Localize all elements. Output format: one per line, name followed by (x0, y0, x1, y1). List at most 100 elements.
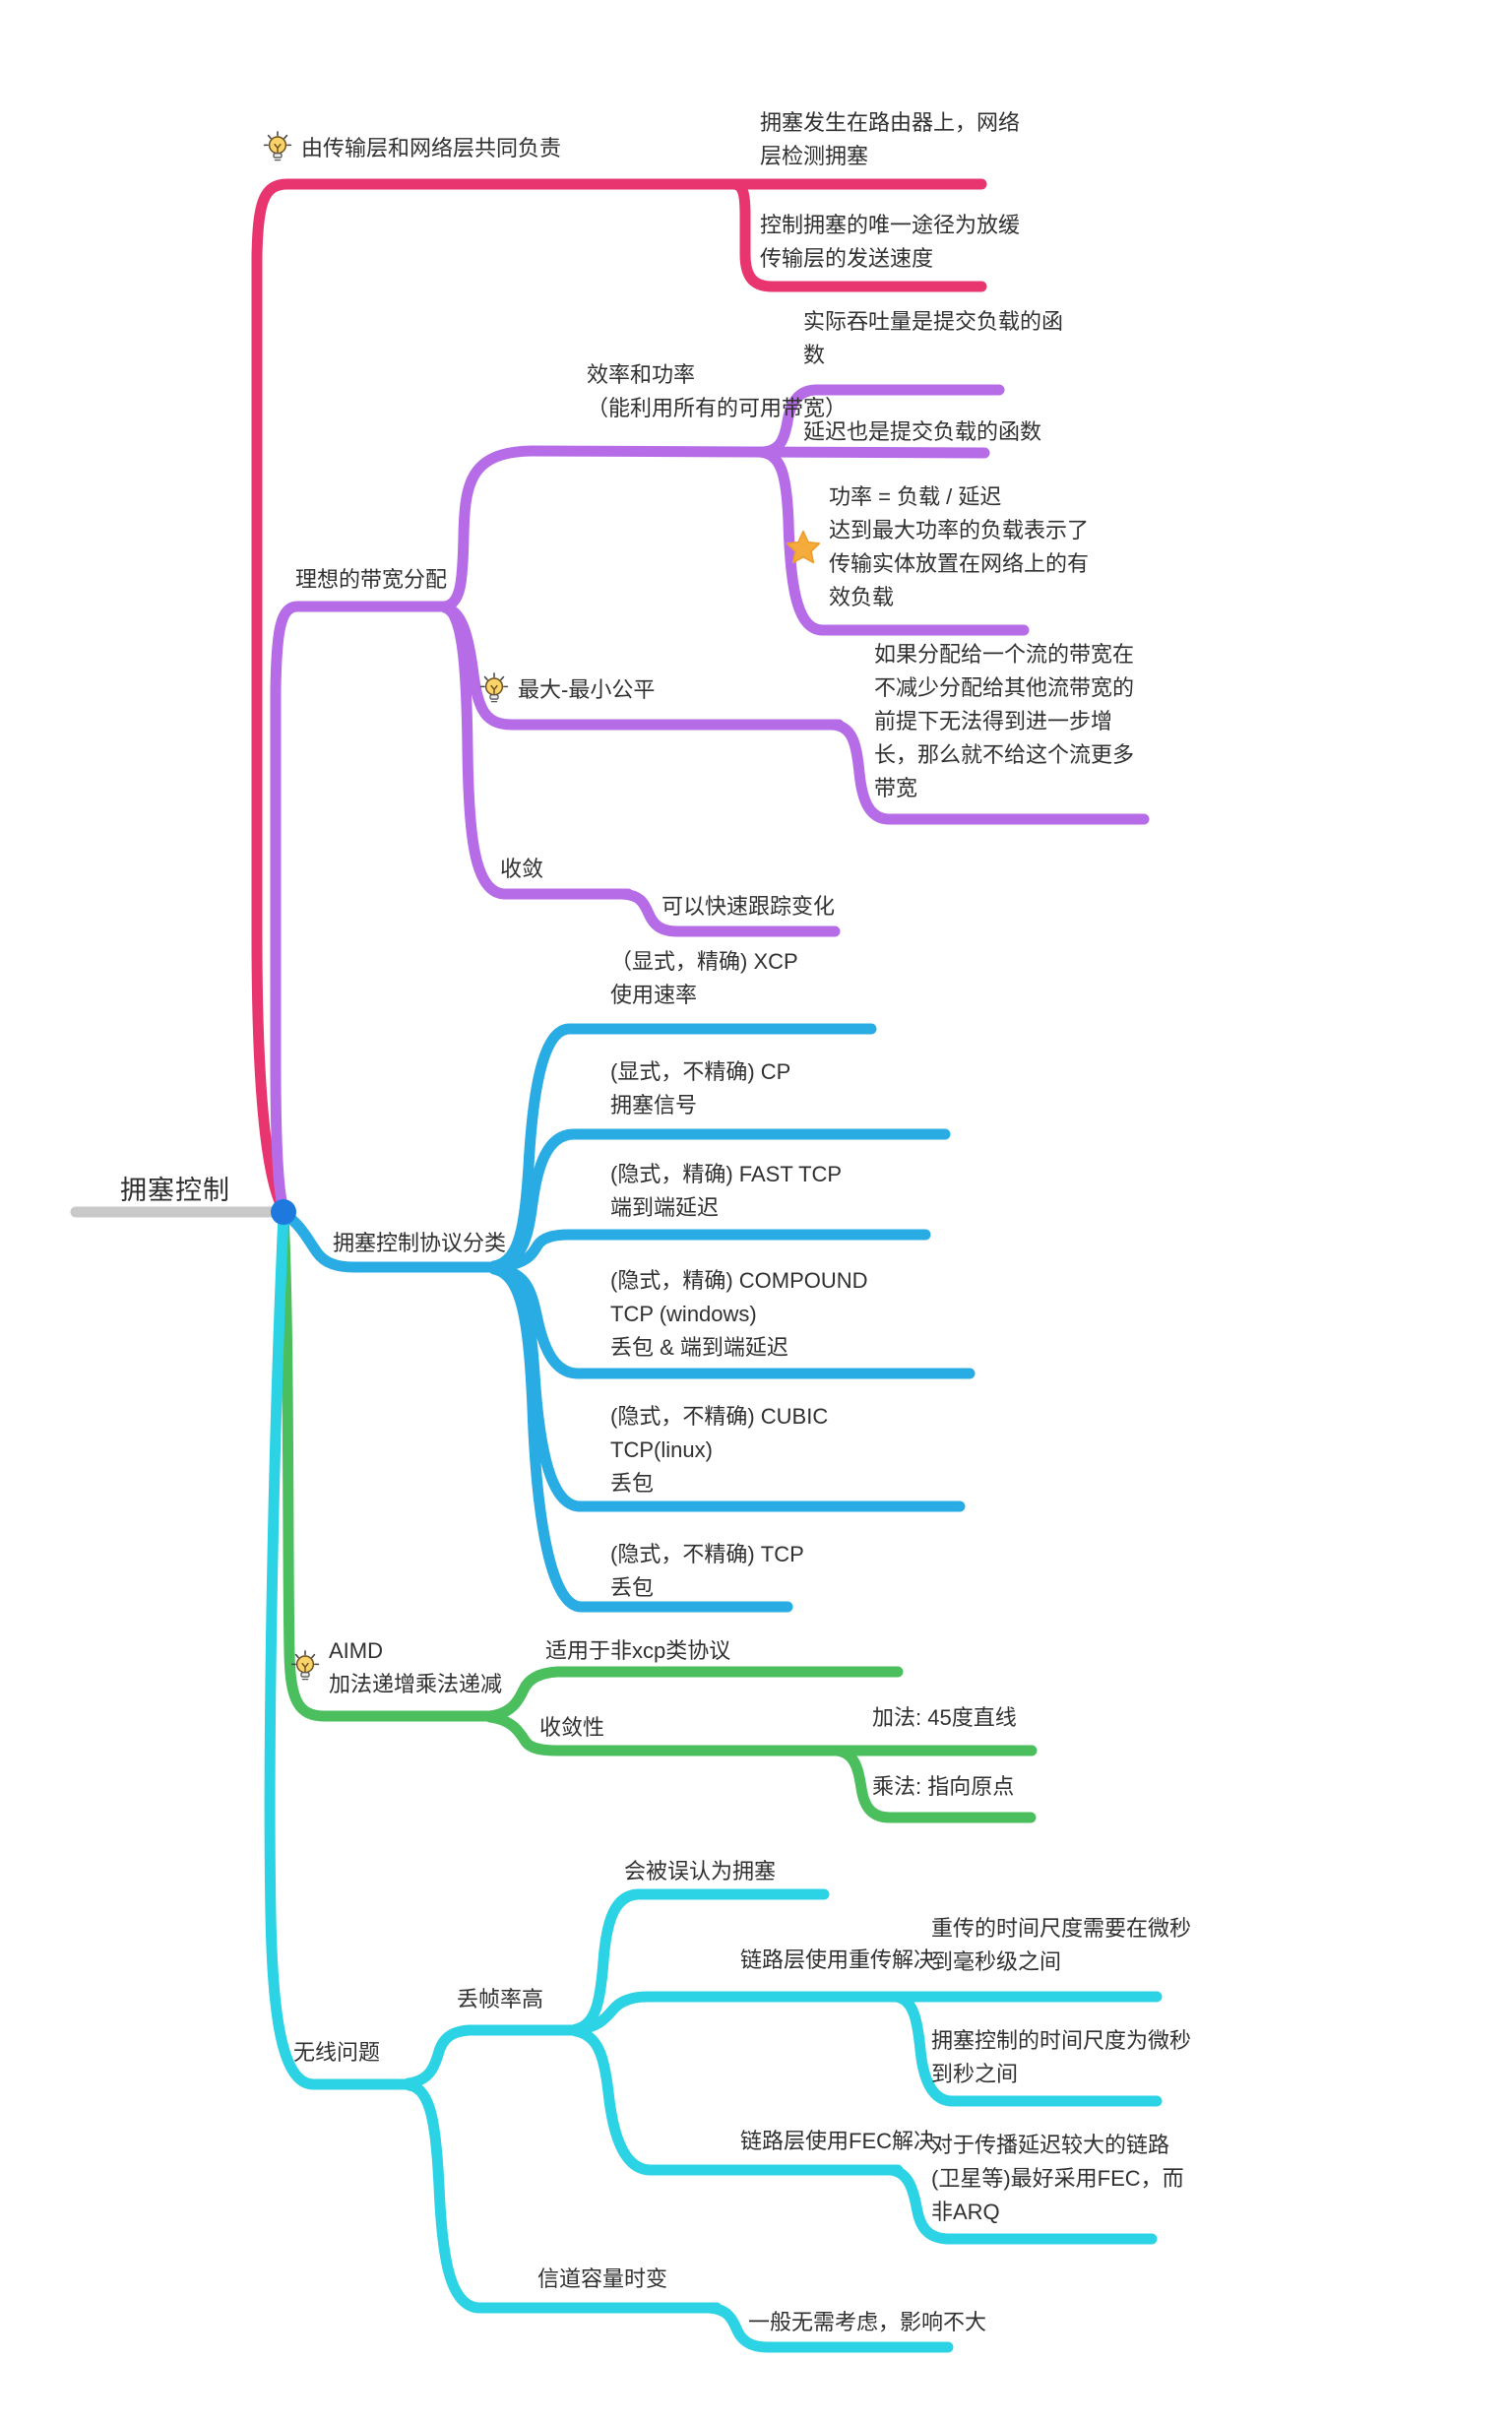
node-label: 链路层使用FEC解决 (740, 2129, 936, 2153)
node-label: 重传的时间尺度需要在微秒 到毫秒级之间 (931, 1916, 1192, 1974)
node-power-formula[interactable]: 功率 = 负载 / 延迟 达到最大功率的负载表示了 传输实体放置在网络上的有 效… (786, 480, 1089, 614)
node-aimd-scope[interactable]: 适用于非xcp类协议 (545, 1634, 730, 1668)
branch-line-purple (826, 719, 1150, 825)
node-convergence-track[interactable]: 可以快速跟踪变化 (662, 890, 835, 924)
node-throughput[interactable]: 实际吞吐量是提交负载的函 数 (803, 305, 1063, 372)
node-label: 控制拥塞的唯一途径为放缓 传输层的发送速度 (760, 213, 1021, 271)
branch-line-purple (614, 888, 841, 937)
node-aimd[interactable]: AIMD 加法递增乘法递减 (289, 1634, 502, 1701)
node-label: 无线问题 (293, 2040, 381, 2065)
branch-line-green (484, 1666, 904, 1722)
node-delay-load[interactable]: 延迟也是提交负载的函数 (803, 415, 1041, 449)
node-label: 实际吞吐量是提交负载的函 数 (803, 309, 1064, 367)
branch-line-purple (757, 384, 1005, 458)
node-channel-capacity[interactable]: 信道容量时变 (537, 2263, 667, 2296)
node-retrans-timescale[interactable]: 重传的时间尺度需要在微秒 到毫秒级之间 (931, 1912, 1191, 1979)
node-label: 信道容量时变 (537, 2266, 668, 2291)
node-link-fec[interactable]: 链路层使用FEC解决 (740, 2125, 935, 2158)
branch-line-cyan (570, 1991, 1163, 2036)
node-label: 一般无需考虑，影响不大 (748, 2310, 987, 2334)
node-label: 收敛性 (539, 1715, 605, 1740)
node-aimd-convergence[interactable]: 收敛性 (539, 1711, 604, 1745)
lightbulb-icon (289, 1649, 321, 1687)
branch-line-green (831, 1745, 1037, 1823)
branch-line-pink (251, 178, 987, 1214)
branch-line-purple (270, 601, 454, 1215)
node-ideal-bandwidth[interactable]: 理想的带宽分配 (295, 563, 447, 597)
node-label: 拥塞发生在路由器上，网络 层检测拥塞 (760, 110, 1021, 168)
node-tcp[interactable]: (隐式，不精确) TCP 丢包 (610, 1538, 804, 1605)
branch-line-cyan (404, 2079, 723, 2314)
star-icon (786, 530, 821, 565)
node-root[interactable]: 拥塞控制 (120, 1174, 230, 1207)
branch-line-purple (439, 445, 990, 612)
node-label: 加法: 45度直线 (872, 1705, 1017, 1730)
node-label: 延迟也是提交负载的函数 (803, 419, 1042, 444)
node-label: (隐式，不精确) TCP 丢包 (610, 1542, 804, 1600)
node-label: (隐式，精确) FAST TCP 端到端延迟 (610, 1162, 843, 1220)
node-cubic-tcp[interactable]: (隐式，不精确) CUBIC TCP(linux) 丢包 (610, 1400, 828, 1500)
node-label: 收敛 (500, 857, 544, 881)
node-label: 乘法: 指向原点 (872, 1774, 1015, 1799)
branch-line-purple (754, 446, 1030, 636)
node-label: 会被误认为拥塞 (624, 1859, 777, 1883)
node-label: 丢帧率高 (457, 1987, 544, 2011)
node-label: 拥塞控制协议分类 (333, 1231, 507, 1255)
node-convergence[interactable]: 收敛 (500, 853, 543, 886)
root-dot[interactable] (271, 1199, 296, 1225)
branch-line-cyan (403, 2024, 589, 2089)
node-wireless[interactable]: 无线问题 (293, 2036, 380, 2070)
node-fast-tcp[interactable]: (隐式，精确) FAST TCP 端到端延迟 (610, 1158, 842, 1225)
branch-line-cyan (885, 2164, 1158, 2245)
node-label: 拥塞控制 (120, 1176, 230, 1205)
branch-line-cyan (703, 2302, 954, 2353)
node-fec-desc[interactable]: 对于传播延迟较大的链路 (卫星等)最好采用FEC，而 非ARQ (931, 2129, 1184, 2229)
node-mistaken-congestion[interactable]: 会被误认为拥塞 (624, 1855, 776, 1888)
node-cc-timescale[interactable]: 拥塞控制的时间尺度为微秒 到秒之间 (931, 2024, 1191, 2091)
node-xcp[interactable]: （显式，精确) XCP 使用速率 (610, 945, 798, 1012)
branch-line-green (484, 1711, 1038, 1756)
node-compound-tcp[interactable]: (隐式，精确) COMPOUND TCP (windows) 丢包 & 端到端延… (610, 1264, 868, 1365)
lightbulb-icon (262, 130, 293, 167)
branch-line-cyan (570, 2025, 904, 2176)
node-label: 最大-最小公平 (518, 677, 656, 702)
node-efficiency-power[interactable]: 效率和功率 （能利用所有的可用带宽） (587, 358, 847, 425)
node-duty-slow[interactable]: 控制拥塞的唯一途径为放缓 传输层的发送速度 (760, 209, 1020, 276)
node-label: 拥塞控制的时间尺度为微秒 到秒之间 (931, 2028, 1192, 2086)
node-max-min-desc[interactable]: 如果分配给一个流的带宽在 不减少分配给其他流带宽的 前提下无法得到进一步增 长，… (874, 638, 1134, 805)
node-max-min-fair[interactable]: 最大-最小公平 (478, 671, 655, 709)
node-label: 功率 = 负载 / 延迟 达到最大功率的负载表示了 传输实体放置在网络上的有 效… (829, 484, 1090, 609)
node-multiplicative[interactable]: 乘法: 指向原点 (872, 1770, 1014, 1804)
node-channel-desc[interactable]: 一般无需考虑，影响不大 (748, 2306, 986, 2339)
node-label: AIMD 加法递增乘法递减 (329, 1638, 503, 1696)
node-label: (隐式，精确) COMPOUND TCP (windows) 丢包 & 端到端延… (610, 1268, 868, 1360)
branch-line-blue (488, 1263, 793, 1613)
branch-line-blue (279, 1208, 506, 1273)
node-label: （显式，精确) XCP 使用速率 (610, 949, 798, 1007)
branch-line-purple (441, 603, 634, 900)
node-label: 效率和功率 （能利用所有的可用带宽） (587, 362, 848, 420)
node-label: 由传输层和网络层共同负责 (301, 136, 562, 160)
node-label: 对于传播延迟较大的链路 (卫星等)最好采用FEC，而 非ARQ (931, 2133, 1184, 2224)
node-cp[interactable]: (显式，不精确) CP 拥塞信号 (610, 1055, 790, 1122)
node-label: (显式，不精确) CP 拥塞信号 (610, 1059, 791, 1117)
node-label: 可以快速跟踪变化 (662, 894, 836, 919)
node-link-retrans[interactable]: 链路层使用重传解决 (740, 1944, 935, 1977)
branch-line-cyan (890, 1991, 1163, 2107)
node-additive[interactable]: 加法: 45度直线 (872, 1701, 1017, 1735)
node-label: 如果分配给一个流的带宽在 不减少分配给其他流带宽的 前提下无法得到进一步增 长，… (874, 642, 1135, 800)
node-label: (隐式，不精确) CUBIC TCP(linux) 丢包 (610, 1404, 829, 1496)
node-protocol-classes[interactable]: 拥塞控制协议分类 (333, 1227, 506, 1260)
lightbulb-icon (478, 671, 510, 709)
node-label: 链路层使用重传解决 (740, 1947, 936, 1972)
branch-line-blue (488, 1229, 931, 1273)
branch-line-green (278, 1208, 503, 1722)
branch-line-pink (727, 178, 987, 292)
node-duty[interactable]: 由传输层和网络层共同负责 (262, 130, 561, 167)
branch-line-cyan (570, 1888, 830, 2035)
node-label: 理想的带宽分配 (295, 567, 448, 592)
node-duty-detect[interactable]: 拥塞发生在路由器上，网络 层检测拥塞 (760, 106, 1020, 173)
node-frame-loss[interactable]: 丢帧率高 (457, 1983, 543, 2016)
branch-line-blue (488, 1128, 951, 1272)
